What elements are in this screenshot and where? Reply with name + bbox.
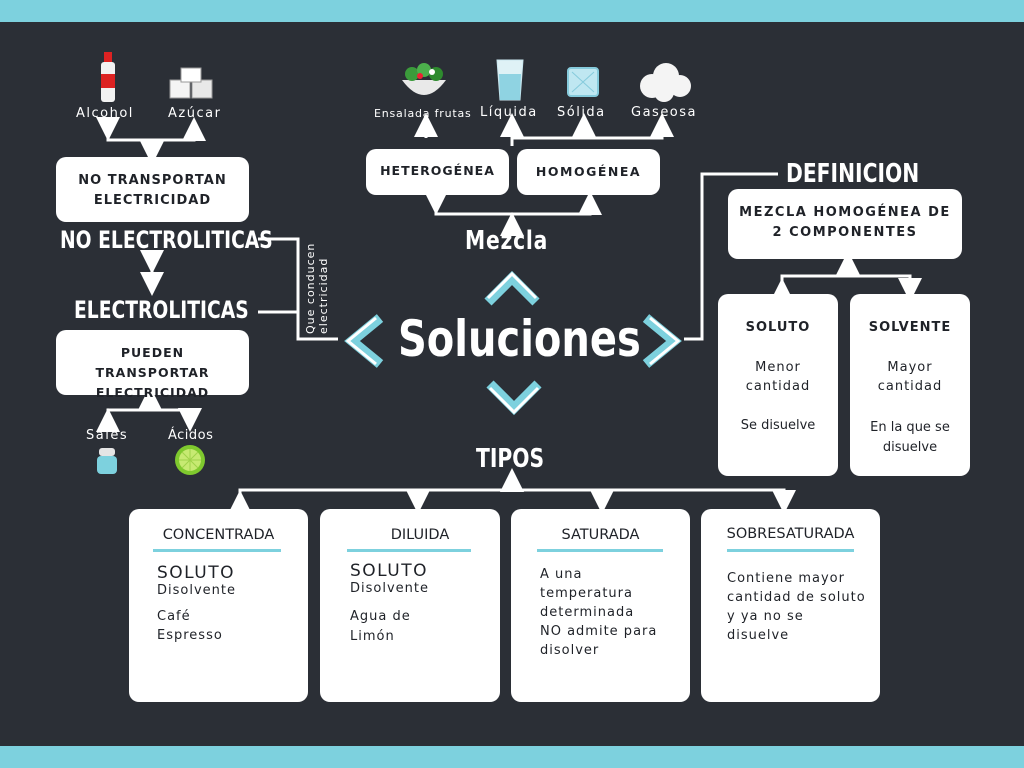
concentrada-line2: Disolvente — [157, 583, 236, 598]
heterogenea-box: HETEROGÉNEA — [366, 149, 509, 195]
bottom-band — [0, 746, 1024, 768]
concentrada-line1: SOLUTO — [157, 563, 236, 583]
soluto-box: SOLUTO Menor cantidad Se disuelve — [718, 294, 838, 476]
solvente-box: SOLVENTE Mayor cantidad En la que se dis… — [850, 294, 970, 476]
saturada-underline — [537, 549, 663, 552]
top-band — [0, 0, 1024, 22]
diluida-underline — [347, 549, 471, 552]
sobresaturada-title: SOBRESATURADA — [726, 526, 855, 542]
diluida-line2: Disolvente — [350, 581, 429, 596]
no-transportan-box: NO TRANSPORTAN ELECTRICIDAD — [56, 157, 249, 222]
electroliticas-label: ELECTROLITICAS — [74, 296, 249, 324]
alcohol-bottle-icon — [101, 52, 115, 102]
diluida-line1: SOLUTO — [350, 561, 429, 581]
example-azucar: Azúcar — [168, 106, 222, 121]
definicion-label: DEFINICION — [786, 159, 920, 189]
example-sales: Sales — [86, 428, 129, 443]
side-note-line2: electricidad — [317, 257, 330, 334]
sobresaturada-text: Contiene mayor cantidad de soluto y ya n… — [727, 571, 866, 643]
pueden-transportar-box: PUEDEN TRANSPORTAR ELECTRICIDAD — [56, 330, 249, 400]
side-note-line1: Que conducen — [304, 242, 317, 334]
heterogenea-text: HETEROGÉNEA — [380, 163, 495, 178]
side-note: Que conducen electricidad — [304, 243, 330, 334]
concentrada-example: Café Espresso — [157, 609, 223, 643]
soluto-title: SOLUTO — [745, 320, 811, 335]
mezcla-label: Mezcla — [465, 226, 549, 256]
example-acidos: Ácidos — [168, 428, 214, 443]
example-liquida: Líquida — [480, 105, 538, 120]
sugar-cubes-icon — [169, 67, 213, 99]
saturada-box: SATURADA A una temperatura determinada N… — [511, 509, 690, 702]
homogenea-box: HOMOGÉNEA — [517, 149, 660, 195]
homogenea-text: HOMOGÉNEA — [535, 164, 642, 179]
concentrada-title: CONCENTRADA — [162, 527, 275, 543]
soluto-quantity: Menor cantidad — [745, 360, 811, 394]
concentrada-box: CONCENTRADA SOLUTO Disolvente Café Espre… — [129, 509, 308, 702]
example-gaseosa: Gaseosa — [631, 105, 698, 120]
pueden-transportar-text: PUEDEN TRANSPORTAR ELECTRICIDAD — [95, 345, 210, 400]
diluida-example: Agua de Limón — [350, 609, 411, 644]
salt-shaker-icon — [97, 448, 117, 474]
example-ensalada: Ensalada frutas — [374, 107, 472, 120]
sobresaturada-box: SOBRESATURADA Contiene mayor cantidad de… — [701, 509, 880, 702]
solvente-role: En la que se disuelve — [870, 420, 950, 455]
cloud-icon — [640, 63, 691, 102]
solvente-quantity: Mayor cantidad — [877, 360, 943, 394]
definicion-text: MEZCLA HOMOGÉNEA DE 2 COMPONENTES — [739, 205, 951, 240]
concentrada-underline — [153, 549, 281, 552]
diluida-title: DILUIDA — [390, 527, 450, 543]
ice-cube-icon — [567, 67, 599, 97]
soluto-role: Se disuelve — [740, 418, 816, 433]
saturada-text: A una temperatura determinada NO admite … — [540, 567, 658, 658]
no-electroliticas-label: NO ELECTROLITICAS — [60, 226, 273, 254]
sobresaturada-underline — [727, 549, 854, 552]
solvente-title: SOLVENTE — [868, 320, 952, 335]
tipos-label: TIPOS — [476, 444, 545, 474]
no-transportan-text: NO TRANSPORTAN ELECTRICIDAD — [78, 173, 227, 208]
definicion-box: MEZCLA HOMOGÉNEA DE 2 COMPONENTES — [728, 189, 962, 259]
page-title: Soluciones — [398, 310, 641, 368]
saturada-title: SATURADA — [561, 527, 640, 543]
example-solida: Sólida — [557, 105, 606, 120]
salad-bowl-icon — [402, 63, 446, 95]
water-glass-icon — [496, 59, 524, 101]
lime-icon — [175, 445, 205, 475]
diluida-box: DILUIDA SOLUTO Disolvente Agua de Limón — [320, 509, 500, 702]
example-alcohol: Alcohol — [76, 106, 134, 121]
